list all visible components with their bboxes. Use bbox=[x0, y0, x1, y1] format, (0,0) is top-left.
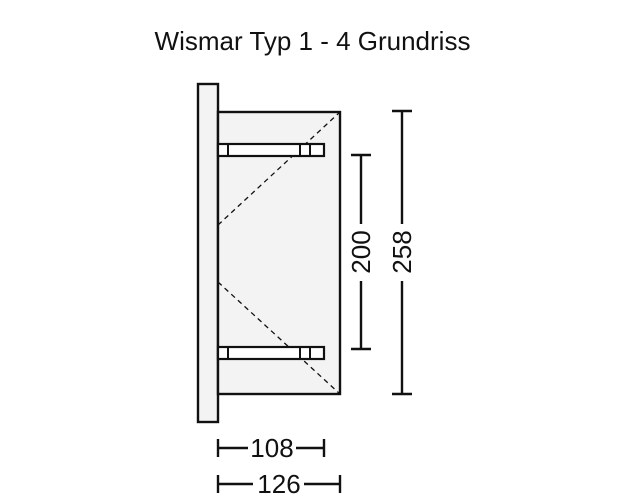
door-swing-lines bbox=[217, 111, 341, 395]
wall-panel bbox=[196, 82, 220, 424]
label-outer-depth: 258 bbox=[387, 230, 417, 273]
bottom-rail bbox=[216, 345, 326, 361]
label-inner-width: 108 bbox=[250, 433, 293, 463]
top-rail bbox=[216, 142, 326, 158]
dimension-outer-width bbox=[216, 475, 342, 493]
label-inner-depth: 200 bbox=[346, 230, 376, 273]
dimension-outer-depth bbox=[392, 109, 412, 396]
label-outer-width: 126 bbox=[257, 469, 300, 499]
drawing-title: Wismar Typ 1 - 4 Grundriss bbox=[154, 26, 471, 56]
dimension-inner-width bbox=[216, 439, 326, 457]
dimension-inner-depth bbox=[351, 153, 371, 351]
